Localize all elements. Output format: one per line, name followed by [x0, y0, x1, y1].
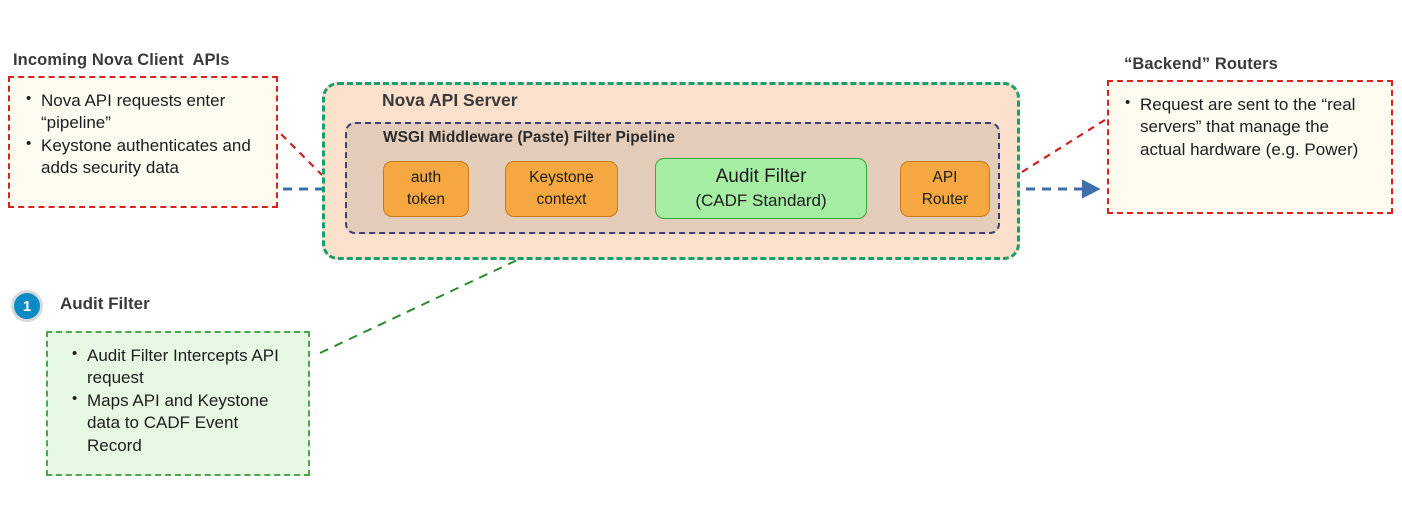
stage-label-line2: (CADF Standard): [695, 190, 827, 210]
audit-note-badge: 1: [11, 290, 43, 322]
leader-line-incoming: [271, 124, 323, 176]
list-item: Nova API requests enter “pipeline”: [24, 89, 264, 135]
incoming-callout-heading: Incoming Nova Client APIs: [13, 51, 230, 69]
audit-note-label: Audit Filter: [60, 294, 150, 313]
list-item: Request are sent to the “real servers” t…: [1123, 93, 1379, 161]
stage-label-line2: token: [407, 191, 445, 208]
stage-label-line1: Audit Filter: [715, 166, 807, 188]
backend-callout-list: Request are sent to the “real servers” t…: [1123, 93, 1379, 161]
backend-callout-box: Request are sent to the “real servers” t…: [1107, 80, 1393, 214]
incoming-callout-list: Nova API requests enter “pipeline” Keyst…: [24, 89, 264, 180]
incoming-callout-box: Nova API requests enter “pipeline” Keyst…: [8, 76, 278, 208]
stage-auth-token[interactable]: auth token: [383, 161, 469, 217]
list-item: Audit Filter Intercepts API request: [70, 344, 296, 390]
nova-api-server-title: Nova API Server: [382, 90, 518, 110]
stage-label-line1: auth: [410, 169, 442, 186]
stage-api-router[interactable]: API Router: [900, 161, 990, 217]
stage-label-line1: Keystone: [529, 169, 594, 186]
audit-note-box: Audit Filter Intercepts API request Maps…: [46, 331, 310, 476]
stage-label-line1: API: [932, 169, 958, 186]
list-item: Keystone authenticates and adds security…: [24, 134, 264, 180]
backend-callout-heading: “Backend” Routers: [1124, 55, 1278, 73]
list-item: Maps API and Keystone data to CADF Event…: [70, 389, 296, 457]
stage-audit-filter[interactable]: Audit Filter (CADF Standard): [655, 158, 867, 219]
stage-label-line2: context: [536, 191, 587, 208]
stage-keystone-context[interactable]: Keystone context: [505, 161, 618, 217]
wsgi-middleware-title: WSGI Middleware (Paste) Filter Pipeline: [383, 129, 675, 146]
audit-note-list: Audit Filter Intercepts API request Maps…: [70, 344, 296, 457]
audit-note-badge-number: 1: [22, 297, 32, 315]
stage-label-line2: Router: [921, 191, 969, 208]
leader-line-backend: [1021, 117, 1109, 173]
